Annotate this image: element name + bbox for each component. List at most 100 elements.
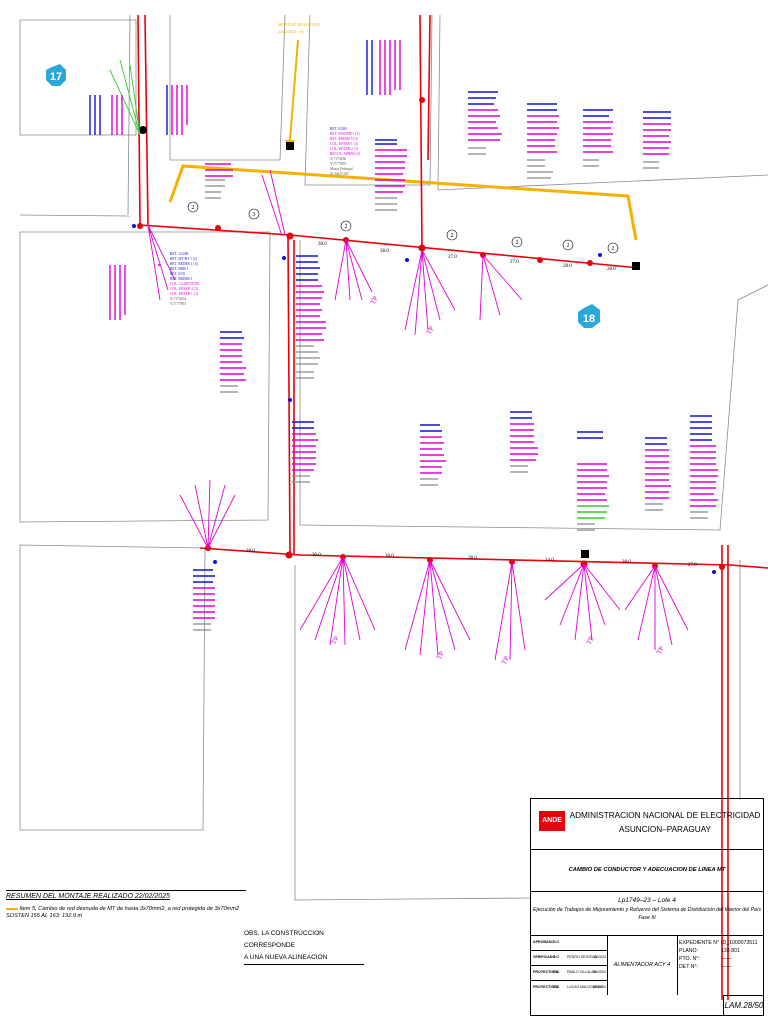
plan-field: DET N°:——	[679, 964, 732, 970]
span-length: 27.0	[688, 563, 697, 568]
span-length: 28.0	[622, 560, 631, 565]
span-length: 38.0	[385, 554, 394, 559]
svg-text:Y:7177903: Y:7177903	[170, 302, 186, 306]
sheet-number: LAM.28/50	[723, 995, 764, 1016]
span-length: 38.0	[318, 242, 327, 247]
approval-row: PROYECTISTA ING. PABLO VILLALBA 10/2024	[531, 965, 607, 981]
highlight-legend-swatch	[6, 907, 18, 910]
span-length: 28.0	[563, 264, 572, 269]
span-number: 2	[345, 224, 348, 230]
mt-lines	[137, 14, 768, 1000]
lot-description: Ejecución de Trabajos de Mejoramiento y …	[533, 907, 761, 913]
feeder-name: ALIMENTADOR ACY 4	[607, 935, 678, 995]
span-number: 2	[612, 246, 615, 252]
summary-item-text: Item 5, Cambio de red desnuda de MT de h…	[19, 906, 240, 912]
pole-label-group-b: RET. 9/200 RET. PATEMP 3 (3) RET. REDBS …	[330, 127, 361, 176]
svg-text:RET. REDBS 1 (3): RET. REDBS 1 (3)	[170, 262, 198, 266]
span-numbers: 2 3 2 2 2 2 2	[187, 201, 619, 254]
montaje-summary: RESUMEN DEL MONTAJE REALIZADO 22/02/2025…	[6, 890, 246, 940]
project-title: CAMBIO DE CONDUCTOR Y ADECUACION DE LINE…	[568, 867, 726, 873]
svg-text:RECOL. APRBS (3): RECOL. APRBS (3)	[330, 152, 361, 156]
span-length: 28.0	[607, 267, 616, 272]
title-header: ANDE ADMINISTRACION NACIONAL DE ELECTRIC…	[531, 799, 763, 850]
svg-text:MONTAJE REALIZADO: MONTAJE REALIZADO	[278, 22, 320, 27]
span-length: 38.0	[468, 556, 477, 561]
circle-markers: 17 18	[46, 64, 600, 328]
org-location: ASUNCION–PARAGUAY	[618, 825, 712, 834]
plan-fields: EXPEDIENTE N°ID_1000073511 PLANO:133.801…	[679, 939, 763, 971]
svg-text:Nº Jab 9/245: Nº Jab 9/245	[330, 172, 349, 176]
svg-text:X:7174456: X:7174456	[330, 157, 346, 161]
svg-text:Y:7177899: Y:7177899	[330, 162, 346, 166]
block-outlines	[19, 14, 768, 901]
obs-line: OBS. LA CONSTRUCCION CORRESPONDE	[244, 930, 324, 949]
summary-span: SOSTEN 155 AL 163: 192.9 m	[6, 913, 83, 919]
span-length: 27.0	[448, 255, 457, 260]
svg-text:COL. EPAEB 1 (3): COL. EPAEB 1 (3)	[330, 142, 359, 146]
span-length: 28.0	[246, 549, 255, 554]
service-label: TP	[585, 635, 596, 646]
span-number: 2	[516, 240, 519, 246]
svg-text:22/02/2025 - nT: 22/02/2025 - nT	[278, 29, 305, 34]
annotation-top: MONTAJE REALIZADO 22/02/2025 - nT	[278, 22, 320, 34]
svg-text:Marca Pedregal: Marca Pedregal	[330, 167, 353, 171]
svg-text:RET. MT/BT 1 (1): RET. MT/BT 1 (1)	[170, 257, 198, 261]
span-number: 2	[192, 205, 195, 211]
obs-note: OBS. LA CONSTRUCCION CORRESPONDE A UNA N…	[244, 928, 364, 965]
svg-text:COL. EPAEB 1 (3): COL. EPAEB 1 (3)	[170, 292, 199, 296]
label-stacks	[89, 40, 718, 631]
span-number: 3	[253, 212, 256, 218]
plan-field: PTO. N°:——	[679, 956, 732, 962]
signature-table: APROBADO ING. VERIFICADO ING. PEDRO SEGO…	[531, 935, 763, 995]
service-labels: TP TP TP TP TP TP TP	[330, 295, 666, 666]
approval-row: APROBADO ING.	[531, 935, 607, 951]
pole-label-group-a: RET. 12/200 RET. MT/BT 1 (1) RET. REDBS …	[170, 252, 200, 306]
span-length: 38.0	[380, 249, 389, 254]
org-name: ADMINISTRACION NACIONAL DE ELECTRICIDAD	[569, 811, 761, 820]
service-label: TP	[425, 325, 436, 336]
svg-text:COL. EPAEB 4 (3): COL. EPAEB 4 (3)	[170, 287, 199, 291]
service-label: TP	[435, 650, 446, 661]
summary-title: RESUMEN DEL MONTAJE REALIZADO 22/02/2025	[6, 893, 170, 900]
svg-text:COL. EPAEB 2 (3): COL. EPAEB 2 (3)	[330, 147, 359, 151]
svg-text:RET. 6/50: RET. 6/50	[170, 272, 185, 276]
project-title-row: CAMBIO DE CONDUCTOR Y ADECUACION DE LINE…	[531, 849, 763, 892]
highlight-annotation	[168, 39, 638, 241]
obs-line: A UNA NUEVA ALINEACION	[244, 952, 364, 965]
service-label: TP	[369, 295, 380, 306]
approval-row: PROYECTISTA ING. LUCAS MALDONADO 10/2024	[533, 985, 606, 989]
ande-logo: ANDE	[539, 811, 565, 831]
span-number: 2	[567, 243, 570, 249]
poles	[132, 97, 725, 574]
marker-icon	[46, 64, 66, 86]
service-label: TP	[330, 635, 341, 646]
span-length: 34.0	[545, 558, 554, 563]
svg-text:COL. 12/200/NCRE: COL. 12/200/NCRE	[170, 282, 200, 286]
svg-text:RET. 12/200: RET. 12/200	[170, 252, 189, 256]
approval-rows: APROBADO ING. VERIFICADO ING. PEDRO SEGO…	[531, 935, 608, 995]
span-number: 2	[451, 233, 454, 239]
approval-row: VERIFICADO ING. PEDRO SEGOVIA 10/2024	[531, 950, 607, 966]
marker-label: 17	[50, 71, 62, 83]
span-length: 27.0	[510, 260, 519, 265]
lot-info: Lp1749–23 – Lote 4 Ejecución de Trabajos…	[531, 891, 763, 936]
lot-phase: Fase III	[638, 915, 656, 921]
service-label: TP	[500, 655, 511, 666]
service-label: TP	[655, 645, 666, 656]
marker-label: 18	[583, 313, 595, 325]
svg-text:RET. REDBS 5 (3): RET. REDBS 5 (3)	[330, 137, 358, 141]
plan-field: PLANO:133.801	[679, 948, 740, 954]
service-drops	[109, 59, 689, 661]
span-length: 30.0	[312, 553, 321, 558]
svg-text:RET. PATEMP 3 (3): RET. PATEMP 3 (3)	[330, 132, 360, 136]
title-block: ANDE ADMINISTRACION NACIONAL DE ELECTRIC…	[530, 798, 764, 1016]
svg-text:RET. 9/200: RET. 9/200	[330, 127, 347, 131]
summary-item: Item 5, Cambio de red desnuda de MT de h…	[6, 906, 246, 913]
lot-number: Lp1749–23 – Lote 4	[618, 897, 676, 904]
svg-text:RET. BMS 1: RET. BMS 1	[170, 267, 189, 271]
span-lengths: 38.0 38.0 27.0 27.0 28.0 28.0 28.0 30.0 …	[246, 242, 697, 568]
plan-field: EXPEDIENTE N°ID_1000073511	[679, 940, 758, 946]
marker-icon	[578, 304, 600, 328]
svg-text:RET. REDBS 1: RET. REDBS 1	[170, 277, 193, 281]
